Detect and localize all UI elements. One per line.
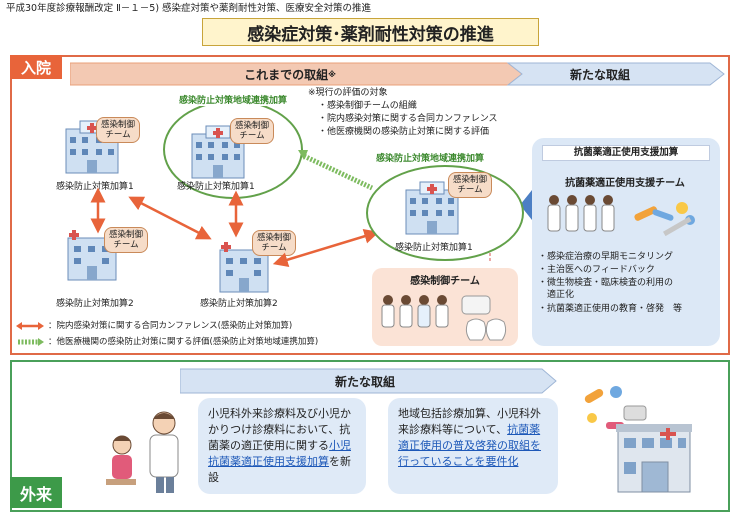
pediatric-info-box: 小児科外来診療料及び小児かかりつけ診療料において、抗菌薬の適正使用に関する小児抗… xyxy=(198,398,366,494)
page-title: 感染症対策･薬剤耐性対策の推進 xyxy=(202,18,539,46)
new-initiative-label: 新たな取組 xyxy=(569,67,630,82)
inpatient-section xyxy=(10,55,730,355)
outpatient-section xyxy=(10,360,730,512)
hospital-building-icon xyxy=(405,181,459,235)
legend-green: ：他医療機関の感染防止対策に関する評価(感染防止対策地域連携加算) xyxy=(48,337,319,347)
team-badge: 感染制御 チーム xyxy=(448,172,493,198)
hospital-add2-label: 感染防止対策加算2 xyxy=(56,299,134,309)
hospital-add1-label: 感染防止対策加算1 xyxy=(177,182,255,192)
team-badge: 感染制御 チーム xyxy=(104,227,149,253)
regional-label: 感染防止対策地域連携加算 xyxy=(177,93,290,106)
so-far-label: これまでの取組※ xyxy=(244,67,336,82)
footnote-item: ・感染制御チームの組織 xyxy=(318,101,417,111)
footnote-item: ・他医療機関の感染防止対策に関する評価 xyxy=(318,127,490,137)
infection-team-title: 感染制御チーム xyxy=(410,276,480,287)
outpatient-new-label: 新たな取組 xyxy=(334,374,395,389)
pills-clinic-illustration xyxy=(584,386,692,493)
inpatient-tag: 入院 xyxy=(10,55,62,79)
small-hospital-icon xyxy=(219,242,269,293)
team-badge: 感染制御 チーム xyxy=(96,117,141,143)
outpatient-arrow-band xyxy=(180,368,557,394)
hospital-add2-label: 感染防止対策加算2 xyxy=(200,299,278,309)
stewardship-item: ・微生物検査・臨床検査の利用の 適正化 xyxy=(538,278,674,300)
team-badge: 感染制御 チーム xyxy=(230,118,275,144)
legend-icons xyxy=(16,322,44,346)
stewardship-item: ・抗菌薬適正使用の教育・啓発 等 xyxy=(538,304,683,314)
arrow-bands xyxy=(70,62,725,86)
pediatric-addition-link[interactable]: 小児抗菌薬適正使用支援加算 xyxy=(208,439,351,468)
footnote-title: ※現行の評価の対象 xyxy=(308,88,388,98)
promotion-requirement-link[interactable]: 抗菌薬適正使用の普及啓発の取組を行っていることを要件化 xyxy=(398,423,541,468)
hospital-add1-label: 感染防止対策加算1 xyxy=(56,182,134,192)
stewardship-title: 抗菌薬適正使用支援加算 xyxy=(542,145,710,161)
regional-label: 感染防止対策地域連携加算 xyxy=(374,151,487,164)
legend-orange: ：院内感染対策に関する合同カンファレンス(感染防止対策加算) xyxy=(48,321,293,331)
stewardship-item: ・感染症治療の早期モニタリング xyxy=(538,252,674,262)
stewardship-team-title: 抗菌薬適正使用支援チーム xyxy=(565,178,685,189)
stewardship-item: ・主治医へのフィードバック xyxy=(538,265,655,275)
hospital-add1-label: 感染防止対策加算1 xyxy=(395,243,473,253)
outpatient-tag: 外来 xyxy=(10,477,62,508)
community-info-box: 地域包括診療加算、小児科外来診療料等について、抗菌薬適正使用の普及啓発の取組を行… xyxy=(388,398,558,494)
footnote-item: ・院内感染対策に関する合同カンファレンス xyxy=(318,114,498,124)
medical-staff-icon xyxy=(381,295,507,341)
revision-note: 平成30年度診療報酬改定 Ⅱ－１－5) 感染症対策や薬剤耐性対策、医療安全対策の… xyxy=(6,3,372,14)
stewardship-panel xyxy=(532,138,720,346)
doctor-child-illustration xyxy=(106,411,179,493)
stewardship-team-icon xyxy=(547,195,695,237)
